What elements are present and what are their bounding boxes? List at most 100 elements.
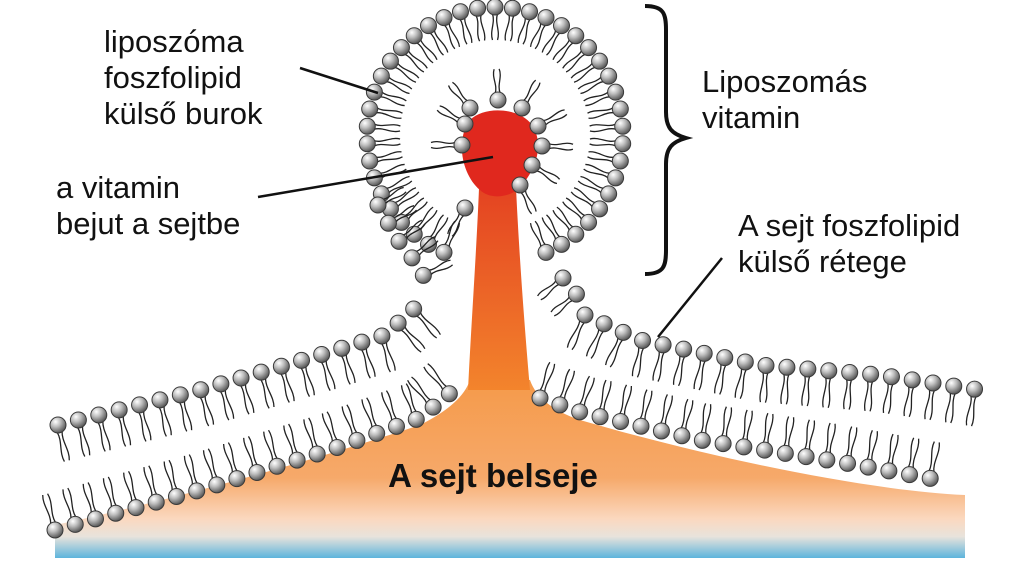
phospholipid: [272, 357, 295, 403]
phospholipid: [562, 197, 598, 231]
phospholipid: [102, 476, 125, 522]
phospholipid: [652, 336, 672, 382]
phospholipid: [49, 416, 70, 462]
phospholipid: [714, 349, 734, 395]
phospholipid: [612, 384, 633, 430]
phospholipid: [469, 0, 487, 42]
phospholipid: [407, 376, 442, 416]
phospholipid: [372, 67, 413, 95]
phospholipid: [776, 416, 795, 462]
phospholipid: [369, 186, 407, 214]
phospholipid: [693, 403, 712, 449]
phospholipid: [517, 3, 539, 45]
phospholipid: [430, 136, 471, 154]
phospholipid: [587, 151, 629, 170]
phospholipid: [82, 482, 104, 528]
phospholipid: [571, 375, 595, 421]
phospholipid: [333, 339, 356, 385]
phospholipid: [419, 17, 449, 56]
phospholipid: [714, 406, 733, 453]
phospholipid: [183, 454, 206, 500]
phospholipid: [511, 176, 537, 215]
phospholipid: [757, 356, 775, 403]
phospholipid: [523, 156, 561, 185]
phospholipid: [202, 448, 226, 494]
phospholipid: [880, 433, 899, 480]
phospholipid: [533, 137, 574, 155]
phospholipid: [447, 199, 474, 237]
phospholipid: [693, 344, 713, 391]
phospholipid: [531, 361, 556, 407]
phospholipid: [42, 493, 64, 539]
label-liposome-shell-line2: foszfolipid: [104, 60, 242, 95]
phospholipid: [313, 345, 336, 391]
label-liposomal-vitamin-line1: Liposzomás: [702, 64, 867, 99]
label-cell-interior: A sejt belseje: [388, 457, 598, 494]
phospholipid: [529, 9, 555, 50]
phospholipid: [212, 375, 235, 421]
phospholipid: [797, 419, 816, 466]
phospholipid: [632, 389, 653, 435]
phospholipid: [631, 332, 652, 378]
phospholipid: [361, 100, 403, 119]
phospholipid: [756, 412, 774, 459]
phospholipid: [62, 487, 84, 533]
phospholipid: [589, 117, 632, 135]
phospholipid: [381, 390, 405, 435]
phospholipid: [243, 436, 266, 481]
phospholipid: [921, 441, 940, 487]
cell-interior-area: [55, 380, 965, 558]
phospholipid: [293, 351, 315, 397]
phospholipid: [585, 315, 613, 359]
phospholipid: [965, 380, 984, 427]
phospholipid: [529, 109, 568, 135]
phospholipid: [859, 429, 878, 476]
phospholipid: [252, 363, 275, 409]
phospholipid: [570, 187, 609, 218]
phospholipid: [392, 39, 428, 73]
vitamin-stem: [468, 160, 530, 390]
phospholipid: [583, 163, 625, 187]
phospholipid: [605, 323, 632, 368]
phospholipid: [163, 459, 185, 505]
label-vitamin-enters-line2: bejut a sejtbe: [56, 206, 240, 241]
phospholipid: [734, 353, 754, 399]
liposome-bracket: [644, 4, 694, 276]
phospholipid: [435, 9, 461, 50]
phospholipid: [389, 314, 426, 353]
phospholipid: [583, 83, 625, 107]
phospholipid: [566, 306, 594, 351]
vitamin-core: [461, 110, 539, 197]
phospholipid: [735, 409, 753, 456]
phospholipid: [551, 368, 576, 414]
phospholipid: [392, 197, 428, 231]
label-liposomal-vitamin-line2: vitamin: [702, 100, 800, 135]
phospholipid: [841, 363, 859, 410]
phospholipid: [283, 423, 306, 469]
phospholipid: [570, 52, 609, 83]
phospholipid: [341, 404, 366, 449]
phospholipid: [90, 406, 111, 452]
phospholipid: [550, 285, 585, 317]
phospholipid: [591, 379, 612, 426]
phospholipid: [486, 0, 504, 41]
phospholipid: [587, 100, 629, 119]
phospholipid: [451, 3, 473, 45]
phospholipid: [862, 365, 880, 412]
phospholipid: [400, 383, 425, 428]
phospholipid: [321, 411, 346, 456]
phospholipid: [361, 397, 386, 442]
phospholipid: [353, 333, 376, 379]
phospholipid: [552, 206, 585, 243]
phospholipid: [405, 300, 441, 339]
pointer-line-liposome-shell: [299, 66, 379, 95]
pointer-line-cell-layer: [657, 257, 723, 338]
phospholipid: [423, 363, 458, 403]
label-liposome-shell-line3: külső burok: [104, 96, 263, 131]
phospholipid: [390, 219, 426, 250]
phospholipid: [577, 67, 618, 95]
phospholipid: [778, 358, 796, 405]
phospholipid: [171, 386, 193, 432]
phospholipid: [379, 205, 418, 232]
